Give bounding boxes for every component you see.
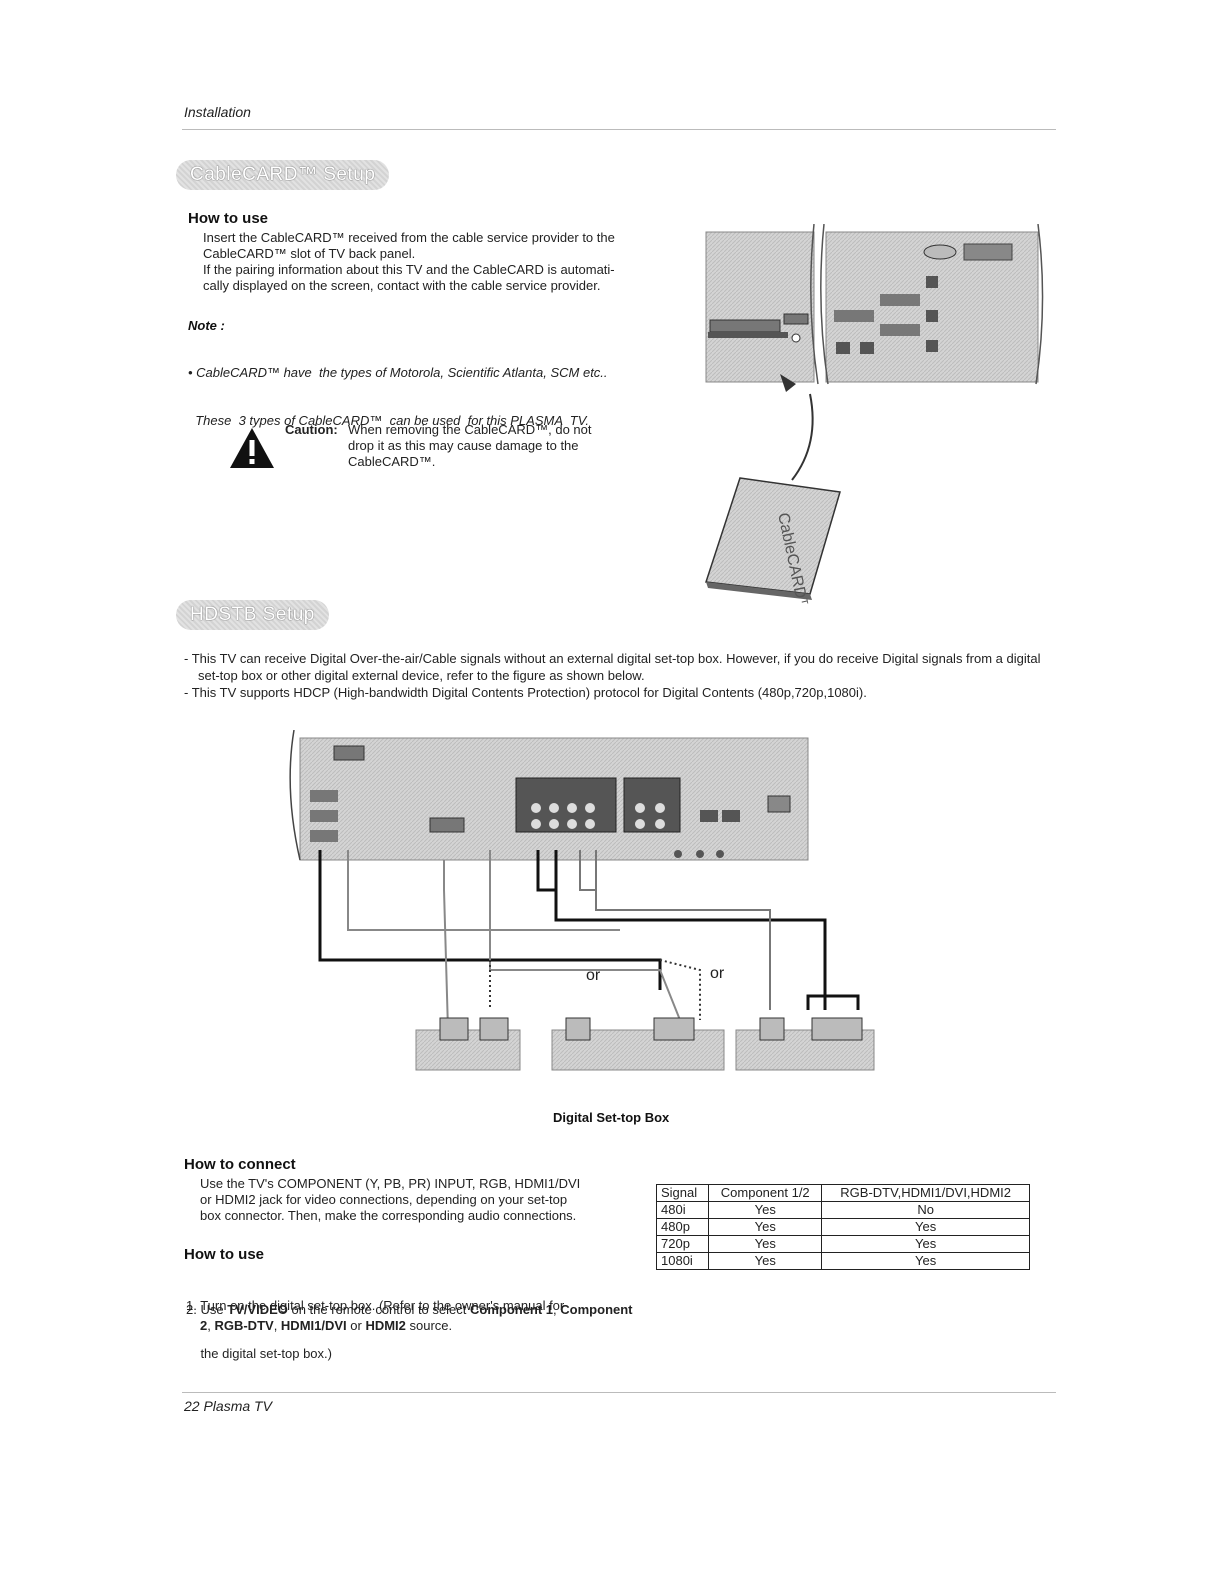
connect-line: box connector. Then, make the correspond…	[200, 1208, 640, 1224]
step2-sep: ,	[274, 1318, 281, 1333]
signal-support-table: Signal Component 1/2 RGB-DTV,HDMI1/DVI,H…	[656, 1184, 1030, 1270]
table-cell: Yes	[709, 1202, 822, 1219]
hdstb-connection-diagram: or or	[280, 730, 900, 1080]
instruction-line: CableCARD™ slot of TV back panel.	[203, 246, 703, 262]
diagram-caption: Digital Set-top Box	[553, 1110, 669, 1125]
table-header-cell: Component 1/2	[709, 1185, 822, 1202]
instruction-line: cally displayed on the screen, contact w…	[203, 278, 703, 294]
bullet-item: - This TV can receive Digital Over-the-a…	[184, 650, 1054, 684]
footer-rule	[182, 1392, 1056, 1393]
page-footer: 22 Plasma TV	[184, 1398, 272, 1414]
cablecard-slot-illustration: CableCARD™	[700, 224, 1060, 604]
table-header-cell: RGB-DTV,HDMI1/DVI,HDMI2	[822, 1185, 1030, 1202]
table-cell: 480i	[657, 1202, 709, 1219]
table-cell: Yes	[822, 1253, 1030, 1270]
table-cell: Yes	[709, 1219, 822, 1236]
table-cell: Yes	[709, 1236, 822, 1253]
caution-line: drop it as this may cause damage to the	[348, 438, 648, 454]
caution-text: When removing the CableCARD™, do not dro…	[348, 422, 648, 470]
cablecard-instructions: Insert the CableCARD™ received from the …	[203, 230, 703, 294]
connect-line: or HDMI2 jack for video connections, dep…	[200, 1192, 640, 1208]
instruction-line: If the pairing information about this TV…	[203, 262, 703, 278]
step2-sep: ,	[553, 1302, 557, 1317]
table-cell: 720p	[657, 1236, 709, 1253]
caution-line: CableCARD™.	[348, 454, 648, 470]
header-rule	[182, 129, 1056, 130]
hdstb-bullets: - This TV can receive Digital Over-the-a…	[184, 650, 1054, 701]
hdmi1-dvi-source: HDMI1/DVI	[281, 1318, 347, 1333]
table-cell: Yes	[822, 1236, 1030, 1253]
table-cell: No	[822, 1202, 1030, 1219]
instruction-line: Insert the CableCARD™ received from the …	[203, 230, 703, 246]
step2-mid: on the remote control to select	[288, 1302, 470, 1317]
table-row: 480p Yes Yes	[657, 1219, 1030, 1236]
step-line: the digital set-top box.)	[186, 1346, 646, 1362]
step2-suffix: source.	[406, 1318, 452, 1333]
step2-prefix: 2. Use	[186, 1302, 227, 1317]
table-header-row: Signal Component 1/2 RGB-DTV,HDMI1/DVI,H…	[657, 1185, 1030, 1202]
hdstb-how-to-use-heading: How to use	[184, 1246, 264, 1263]
connect-line: Use the TV's COMPONENT (Y, PB, PR) INPUT…	[200, 1176, 640, 1192]
cablecard-how-to-use-heading: How to use	[188, 210, 268, 227]
bullet-item: - This TV supports HDCP (High-bandwidth …	[184, 684, 1054, 701]
table-row: 720p Yes Yes	[657, 1236, 1030, 1253]
table-cell: 480p	[657, 1219, 709, 1236]
caution-label: Caution:	[285, 422, 338, 438]
tv-video-key: TV/VIDEO	[227, 1302, 288, 1317]
how-to-connect-heading: How to connect	[184, 1156, 296, 1173]
cablecard-setup-title: CableCARD™ Setup	[176, 160, 389, 190]
how-to-connect-text: Use the TV's COMPONENT (Y, PB, PR) INPUT…	[200, 1176, 640, 1224]
hdstb-setup-title: HDSTB Setup	[176, 600, 329, 630]
hdmi2-source: HDMI2	[365, 1318, 405, 1333]
table-row: 480i Yes No	[657, 1202, 1030, 1219]
table-cell: Yes	[822, 1219, 1030, 1236]
table-cell: Yes	[709, 1253, 822, 1270]
component-1-source: Component 1	[470, 1302, 553, 1317]
table-header-cell: Signal	[657, 1185, 709, 1202]
note-title: Note :	[188, 318, 225, 333]
section-header: Installation	[184, 104, 251, 120]
diagram-or-label-2: or	[710, 965, 725, 982]
note-line: • CableCARD™ have the types of Motorola,…	[188, 365, 688, 381]
diagram-or-label-1: or	[586, 967, 601, 984]
caution-line: When removing the CableCARD™, do not	[348, 422, 648, 438]
hdstb-step-2: 2. Use TV/VIDEO on the remote control to…	[186, 1302, 640, 1334]
table-cell: 1080i	[657, 1253, 709, 1270]
table-row: 1080i Yes Yes	[657, 1253, 1030, 1270]
rgb-dtv-source: RGB-DTV	[214, 1318, 273, 1333]
warning-icon	[228, 426, 276, 470]
step2-or: or	[347, 1318, 366, 1333]
